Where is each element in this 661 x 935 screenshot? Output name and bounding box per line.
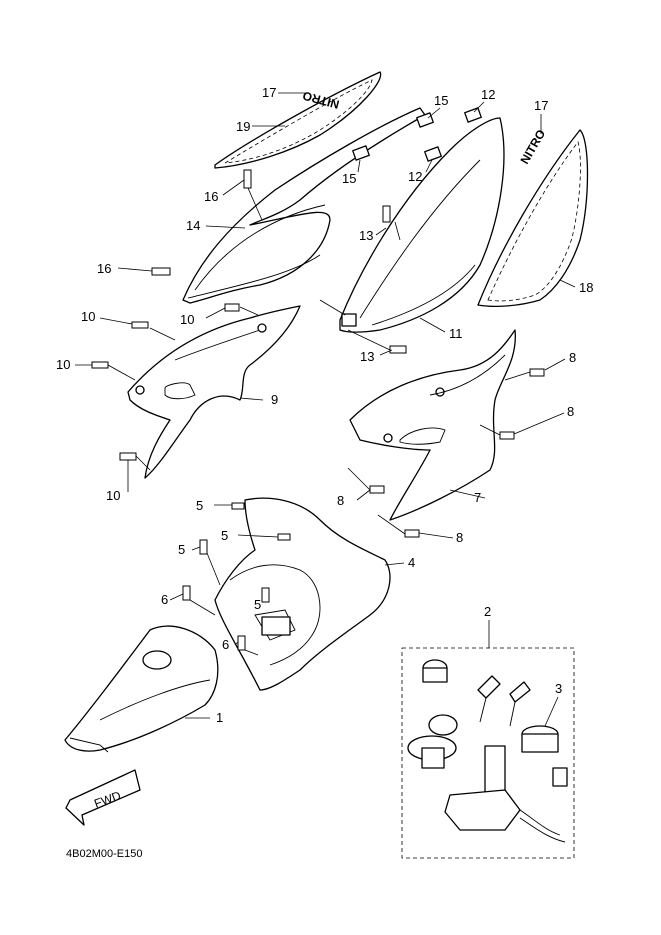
callout-8d: 8	[456, 530, 463, 545]
callout-17b: 17	[534, 98, 548, 113]
callout-17a: 17	[262, 85, 276, 100]
tail-cover-1	[64, 625, 219, 753]
callout-5b: 5	[221, 528, 228, 543]
callout-16b: 16	[97, 261, 111, 276]
clip-15a	[416, 112, 434, 128]
side-cover-14	[182, 107, 426, 304]
callout-14: 14	[186, 218, 200, 233]
assembly-lines	[107, 187, 531, 656]
diagram-code: 4B02M00-E150	[66, 848, 143, 860]
callout-5a: 5	[196, 498, 203, 513]
callout-6b: 6	[222, 637, 229, 652]
clip-15b	[352, 145, 370, 161]
callout-5d: 5	[254, 597, 261, 612]
callout-18: 18	[579, 280, 593, 295]
callout-12b: 12	[408, 169, 422, 184]
callout-10c: 10	[56, 357, 70, 372]
callout-10b: 10	[180, 312, 194, 327]
decal-text-17a: NITRO	[301, 88, 341, 111]
callout-13b: 13	[360, 349, 374, 364]
callout-1: 1	[216, 710, 223, 725]
ignition-set-2	[401, 647, 575, 859]
callout-2: 2	[484, 604, 491, 619]
callout-12a: 12	[481, 87, 495, 102]
callout-4: 4	[408, 555, 415, 570]
lower-panel-9	[127, 305, 301, 479]
screws	[91, 169, 545, 651]
callout-leaders	[75, 92, 576, 727]
callout-11: 11	[449, 326, 463, 341]
callout-19: 19	[236, 119, 250, 134]
callout-13a: 13	[359, 228, 373, 243]
clip-12b	[424, 146, 442, 162]
clip-12a	[464, 107, 482, 123]
lower-panel-7	[349, 329, 516, 521]
callout-6a: 6	[161, 592, 168, 607]
callout-8c: 8	[337, 493, 344, 508]
callout-labels: 17 19 15 12 17 15 12 16 14 13 16 18 10 1…	[56, 85, 593, 725]
decal-text-17b: NITRO	[517, 127, 548, 166]
callout-15a: 15	[434, 93, 448, 108]
callout-10d: 10	[106, 488, 120, 503]
callout-3: 3	[555, 681, 562, 696]
inner-panel-4	[214, 497, 391, 691]
callout-16a: 16	[204, 189, 218, 204]
callout-7: 7	[474, 490, 481, 505]
fwd-arrow: FWD	[65, 769, 141, 826]
callout-8a: 8	[569, 350, 576, 365]
side-cover-11	[339, 117, 505, 333]
callout-5c: 5	[178, 542, 185, 557]
callout-10a: 10	[81, 309, 95, 324]
callout-15b: 15	[342, 171, 356, 186]
callout-8b: 8	[567, 404, 574, 419]
callout-9: 9	[271, 392, 278, 407]
